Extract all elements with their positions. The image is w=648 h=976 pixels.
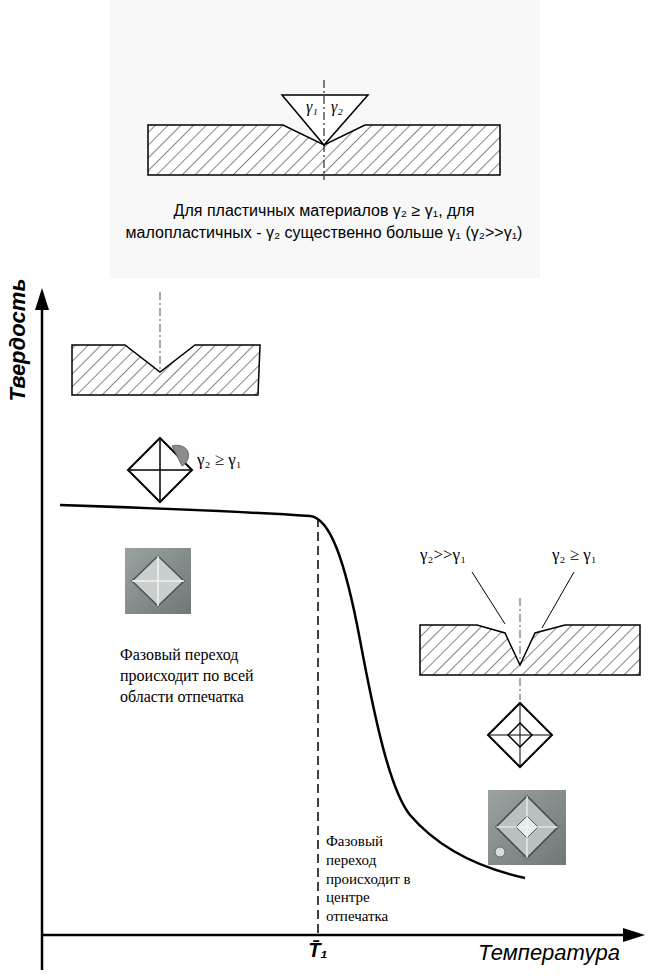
micrograph-imprint xyxy=(496,796,558,858)
micrograph-imprint xyxy=(496,796,558,858)
axis-line xyxy=(324,80,325,180)
axis-title: Температура xyxy=(478,940,620,966)
y-axis xyxy=(41,305,44,970)
specimen xyxy=(420,625,640,675)
imprint xyxy=(488,703,552,767)
axis-line xyxy=(520,598,521,700)
angle-relation: γ₂ ≥ γ₁ xyxy=(197,450,242,470)
figure-caption: Для пластичных материалов γ₂ ≥ γ₁, для м… xyxy=(124,200,524,245)
angle-relation: γ₂ ≥ γ₁ xyxy=(552,545,597,565)
micrograph xyxy=(125,548,191,614)
axis-line xyxy=(160,292,161,372)
specimen xyxy=(72,345,260,395)
angle-label: γ₁ xyxy=(306,97,318,116)
angle-relation: γ₂>>γ₁ xyxy=(420,545,466,565)
arrowhead xyxy=(623,928,645,942)
x-axis xyxy=(42,934,628,937)
chip xyxy=(495,847,505,857)
axis-tick-label: T̄₁ xyxy=(308,938,327,962)
leader-line xyxy=(472,572,505,624)
hardness-curve xyxy=(60,505,525,878)
note: Фазовый переход происходит по всей облас… xyxy=(120,645,270,707)
micrograph xyxy=(488,790,566,865)
arrowhead xyxy=(35,288,49,310)
imprint-edge xyxy=(488,735,552,736)
imprint-edge xyxy=(128,469,192,471)
chip xyxy=(172,445,189,466)
leader-line xyxy=(542,572,574,628)
micrograph-imprint xyxy=(132,556,184,606)
axis-title: Твердость xyxy=(5,279,31,402)
imprint xyxy=(128,438,192,502)
micrograph-imprint xyxy=(132,556,184,606)
temperature-marker xyxy=(317,518,319,935)
note: Фазовый переход происходит в центре отпе… xyxy=(326,832,426,926)
indenter xyxy=(282,95,368,145)
angle-label: γ₂ xyxy=(331,97,343,116)
top-panel xyxy=(110,0,540,278)
